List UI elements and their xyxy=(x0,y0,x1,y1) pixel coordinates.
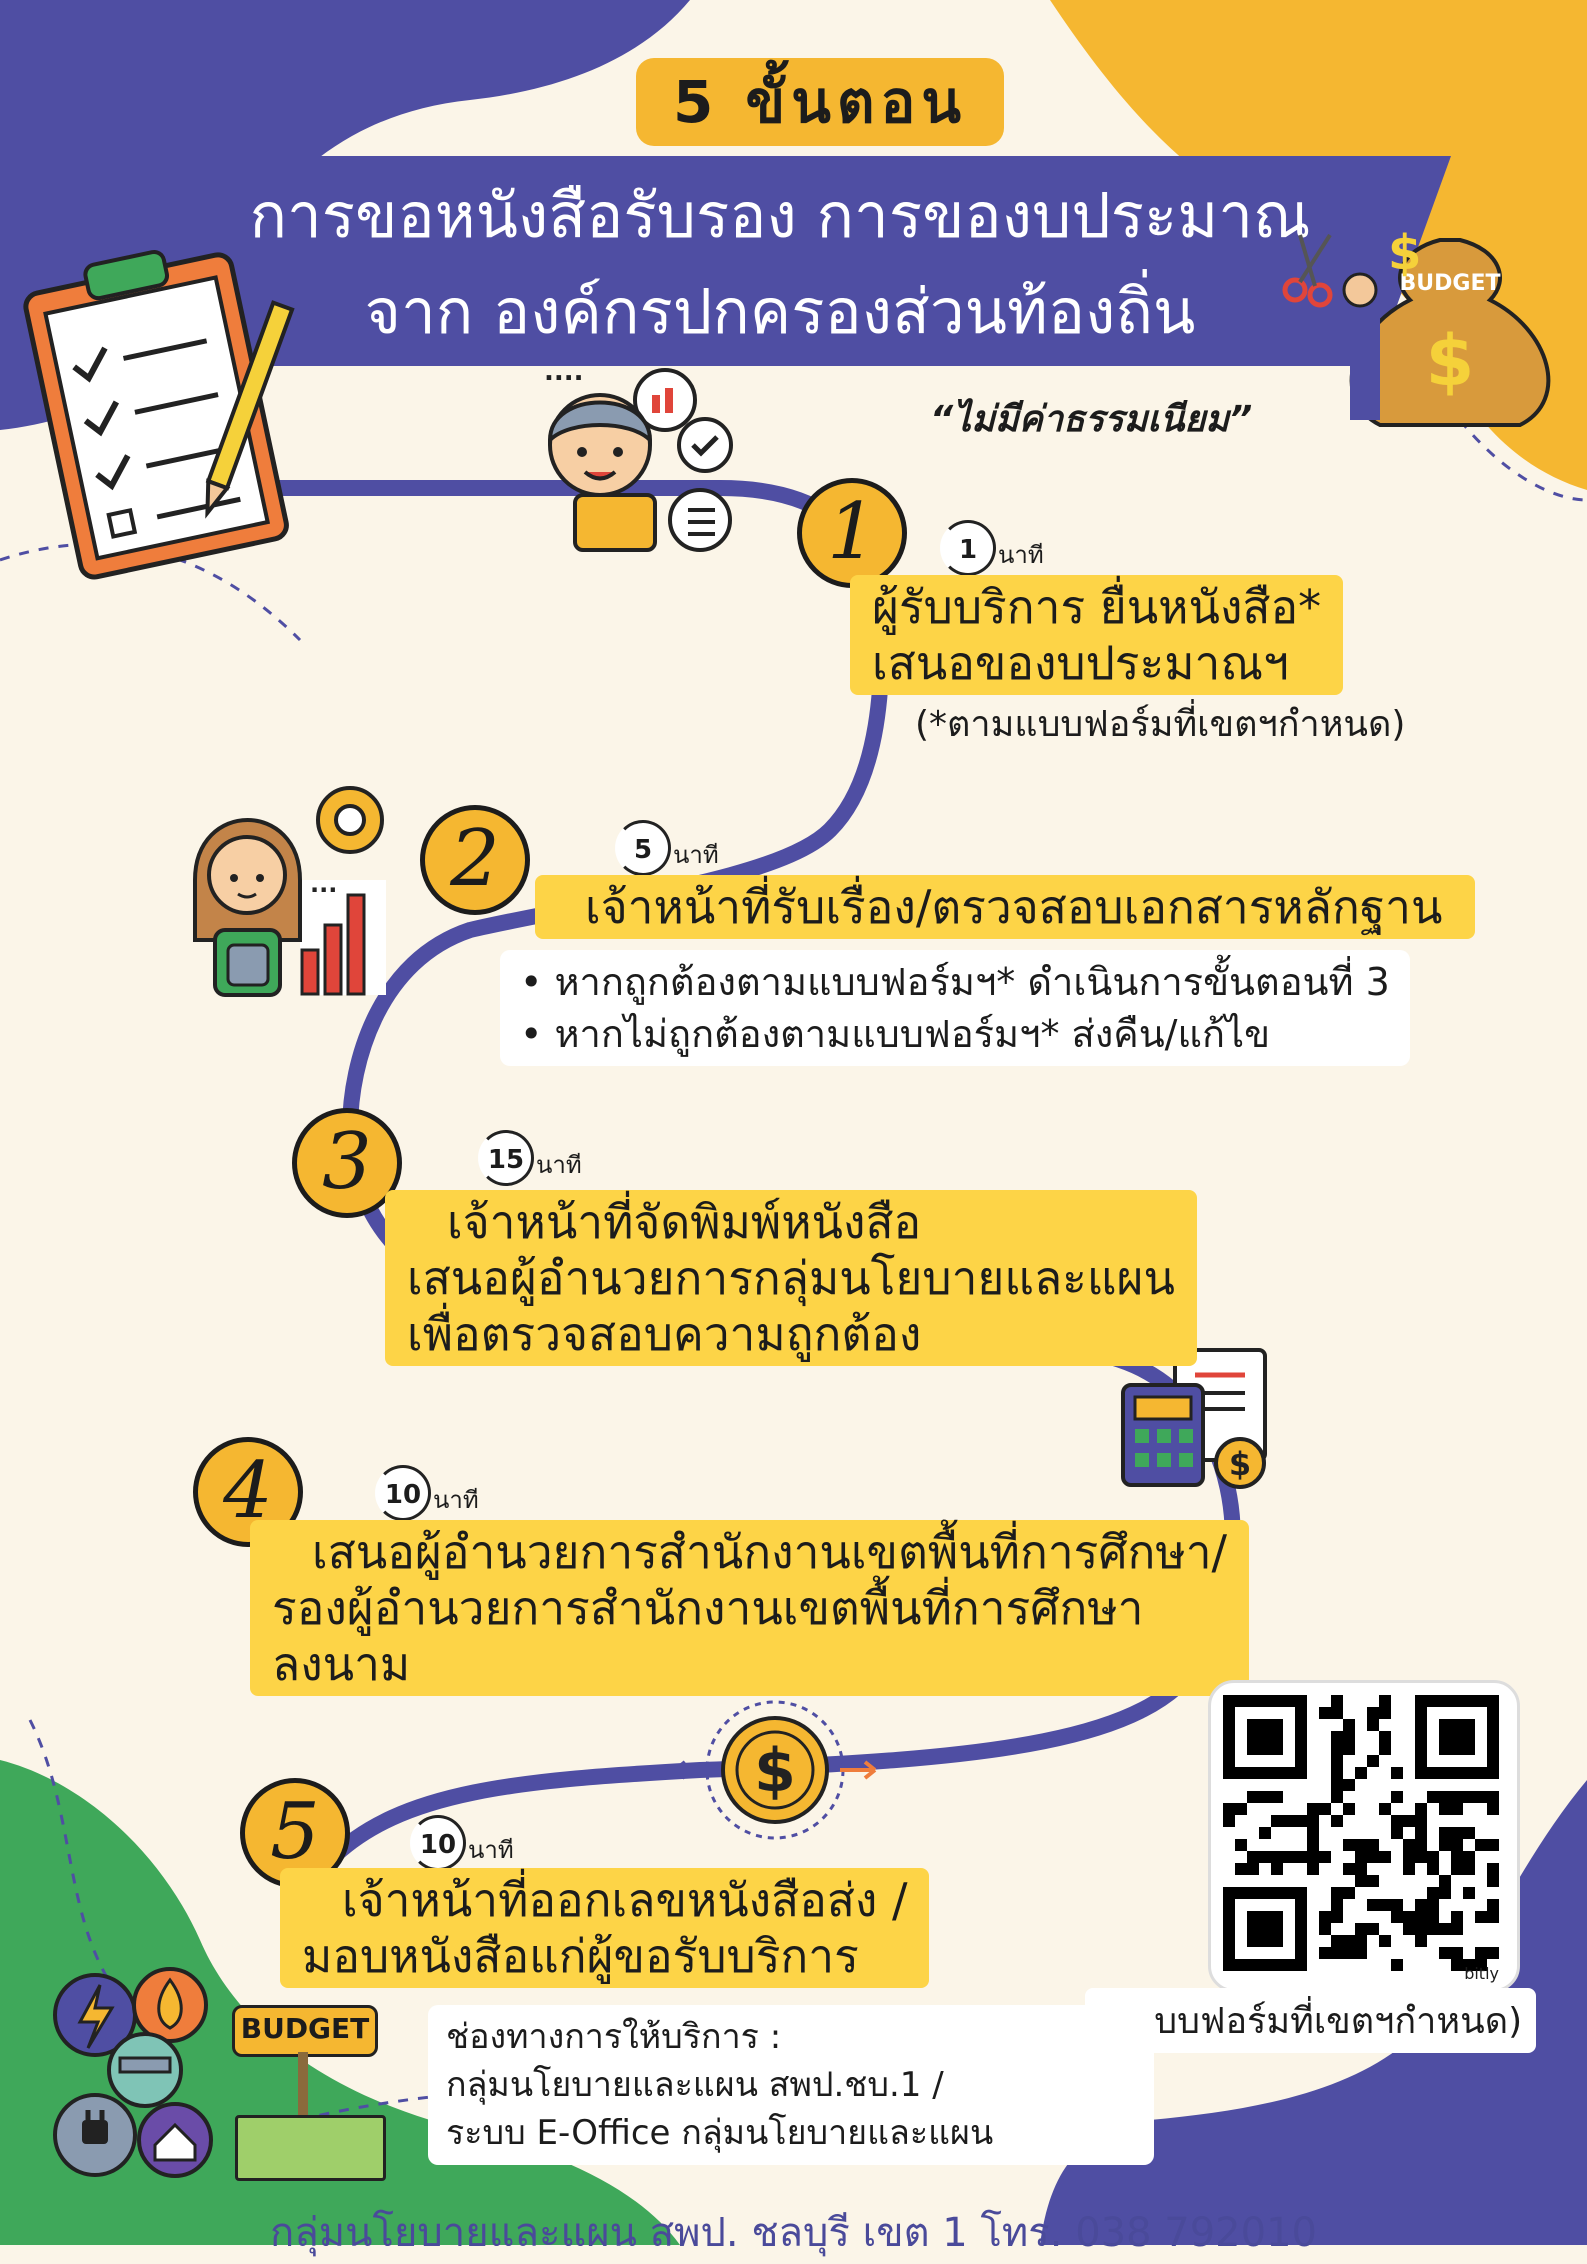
step-1-text: ผู้รับบริการ ยื่นหนังสือ* เสนอของบประมาณ… xyxy=(850,575,1344,695)
customer-person-icon: .... xyxy=(544,360,733,552)
qr-brand: bitly xyxy=(1464,1964,1499,1983)
step-1-timer: 1 นาที xyxy=(940,520,1044,576)
step-3-text: เจ้าหน้าที่จัดพิมพ์หนังสือ เสนอผู้อำนวยก… xyxy=(385,1190,1197,1366)
step-2-time: 5 xyxy=(615,820,671,876)
step-3-timer: 15 นาที xyxy=(478,1130,582,1186)
step-1-note: (*ตามแบบฟอร์มที่เขตฯกำหนด) xyxy=(915,704,1406,745)
step-4-timer: 10 นาที xyxy=(375,1465,479,1521)
step-5-line-2: มอบหนังสือแก่ผู้ขอรับบริการ xyxy=(302,1929,859,1983)
step-4-line-2: รองผู้อำนวยการสำนักงานเขตพื้นที่การศึกษา xyxy=(272,1581,1144,1635)
money-stack-icon xyxy=(235,2115,386,2181)
step-4-text: เสนอผู้อำนวยการสำนักงานเขตพื้นที่การศึกษ… xyxy=(250,1520,1250,1696)
coin-exchange-icon: $ xyxy=(673,1700,877,1840)
step-3-number: 3 xyxy=(292,1108,402,1218)
qr-label: (*แบบฟอร์มที่เขตฯกำหนด) xyxy=(1085,1988,1537,2053)
step-2-text: เจ้าหน้าที่รับเรื่อง/ตรวจสอบเอกสารหลักฐา… xyxy=(535,875,1475,939)
step-5-time: 10 xyxy=(410,1815,466,1871)
step-3-line-3: เพื่อตรวจสอบความถูกต้อง xyxy=(407,1307,922,1361)
step-1-line-1: ผู้รับบริการ ยื่นหนังสือ* xyxy=(872,580,1322,634)
step-1-line-2: เสนอของบประมาณฯ xyxy=(872,636,1289,690)
step-4-time-unit: นาที xyxy=(433,1486,479,1514)
svg-text:$: $ xyxy=(1426,320,1475,402)
channel-title: ช่องทางการให้บริการ : xyxy=(446,2017,782,2057)
sign-post xyxy=(298,2052,308,2162)
step-1-number: 1 xyxy=(797,478,907,588)
step-3-line-1: เจ้าหน้าที่จัดพิมพ์หนังสือ xyxy=(447,1195,922,1249)
step-4-time: 10 xyxy=(375,1465,431,1521)
step-2-conditions: หากถูกต้องตามแบบฟอร์มฯ* ดำเนินการขั้นตอน… xyxy=(500,950,1410,1066)
step-3-line-2: เสนอผู้อำนวยการกลุ่มนโยบายและแผน xyxy=(407,1251,1175,1305)
budget-sign: BUDGET xyxy=(232,2005,378,2057)
qr-code[interactable] xyxy=(1211,1683,1511,1983)
title-line-2: จาก องค์กรปกครองส่วนท้องถิ่น xyxy=(364,275,1196,348)
step-2-number: 2 xyxy=(420,805,530,915)
budget-bag-icon: BUDGET $ xyxy=(1342,238,1551,427)
officer-person-icon: ... xyxy=(193,786,386,997)
step-3-time: 15 xyxy=(478,1130,534,1186)
step-4-line-1: เสนอผู้อำนวยการสำนักงานเขตพื้นที่การศึกษ… xyxy=(312,1525,1228,1579)
clipboard-icon xyxy=(23,249,295,580)
dollar-icon: $ xyxy=(1388,225,1422,281)
calculator-invoice-icon: $ xyxy=(1121,1348,1267,1489)
channel-line-1: กลุ่มนโยบายและแผน สพป.ชบ.1 / xyxy=(446,2065,944,2105)
footer-contact: กลุ่มนโยบายและแผน สพป. ชลบุรี เขต 1 โทร.… xyxy=(270,2210,1317,2256)
page-title: การขอหนังสือรับรอง การของบประมาณ จาก องค… xyxy=(205,168,1355,360)
scissors-icon xyxy=(1282,233,1333,308)
step-5-timer: 10 นาที xyxy=(410,1815,514,1871)
step-3-time-unit: นาที xyxy=(536,1151,582,1179)
step-2-bullet-1: หากถูกต้องตามแบบฟอร์มฯ* ดำเนินการขั้นตอน… xyxy=(520,956,1390,1008)
step-2-timer: 5 นาที xyxy=(615,820,719,876)
service-channel: ช่องทางการให้บริการ : กลุ่มนโยบายและแผน … xyxy=(428,2005,1154,2165)
step-2-time-unit: นาที xyxy=(673,841,719,869)
step-2-bullet-2: หากไม่ถูกต้องตามแบบฟอร์มฯ* ส่งคืน/แก้ไข xyxy=(520,1008,1390,1060)
step-5-time-unit: นาที xyxy=(468,1836,514,1864)
utility-icons xyxy=(53,1967,213,2178)
svg-text:...: ... xyxy=(310,870,337,898)
svg-text:....: .... xyxy=(544,360,584,387)
budget-bag-label: BUDGET xyxy=(1400,271,1501,296)
step-1-time-unit: นาที xyxy=(998,541,1044,569)
channel-line-2: ระบบ E-Office กลุ่มนโยบายและแผน xyxy=(446,2113,994,2153)
no-fee-note: “ไม่มีค่าธรรมเนียม” xyxy=(930,399,1253,440)
svg-text:$: $ xyxy=(1229,1445,1251,1483)
qr-code-frame[interactable]: bitly xyxy=(1208,1680,1520,1992)
step-1-time: 1 xyxy=(940,520,996,576)
title-line-1: การขอหนังสือรับรอง การของบประมาณ xyxy=(249,179,1311,252)
steps-count-badge: 5 ขั้นตอน xyxy=(636,58,1004,146)
title-banner xyxy=(205,156,1451,366)
svg-text:$: $ xyxy=(754,1736,796,1806)
step-4-line-3: ลงนาม xyxy=(272,1637,411,1691)
step-2-line-1: เจ้าหน้าที่รับเรื่อง/ตรวจสอบเอกสารหลักฐา… xyxy=(585,880,1443,934)
step-5-text: เจ้าหน้าที่ออกเลขหนังสือส่ง / มอบหนังสือ… xyxy=(280,1868,930,1988)
step-5-line-1: เจ้าหน้าที่ออกเลขหนังสือส่ง / xyxy=(342,1873,908,1927)
